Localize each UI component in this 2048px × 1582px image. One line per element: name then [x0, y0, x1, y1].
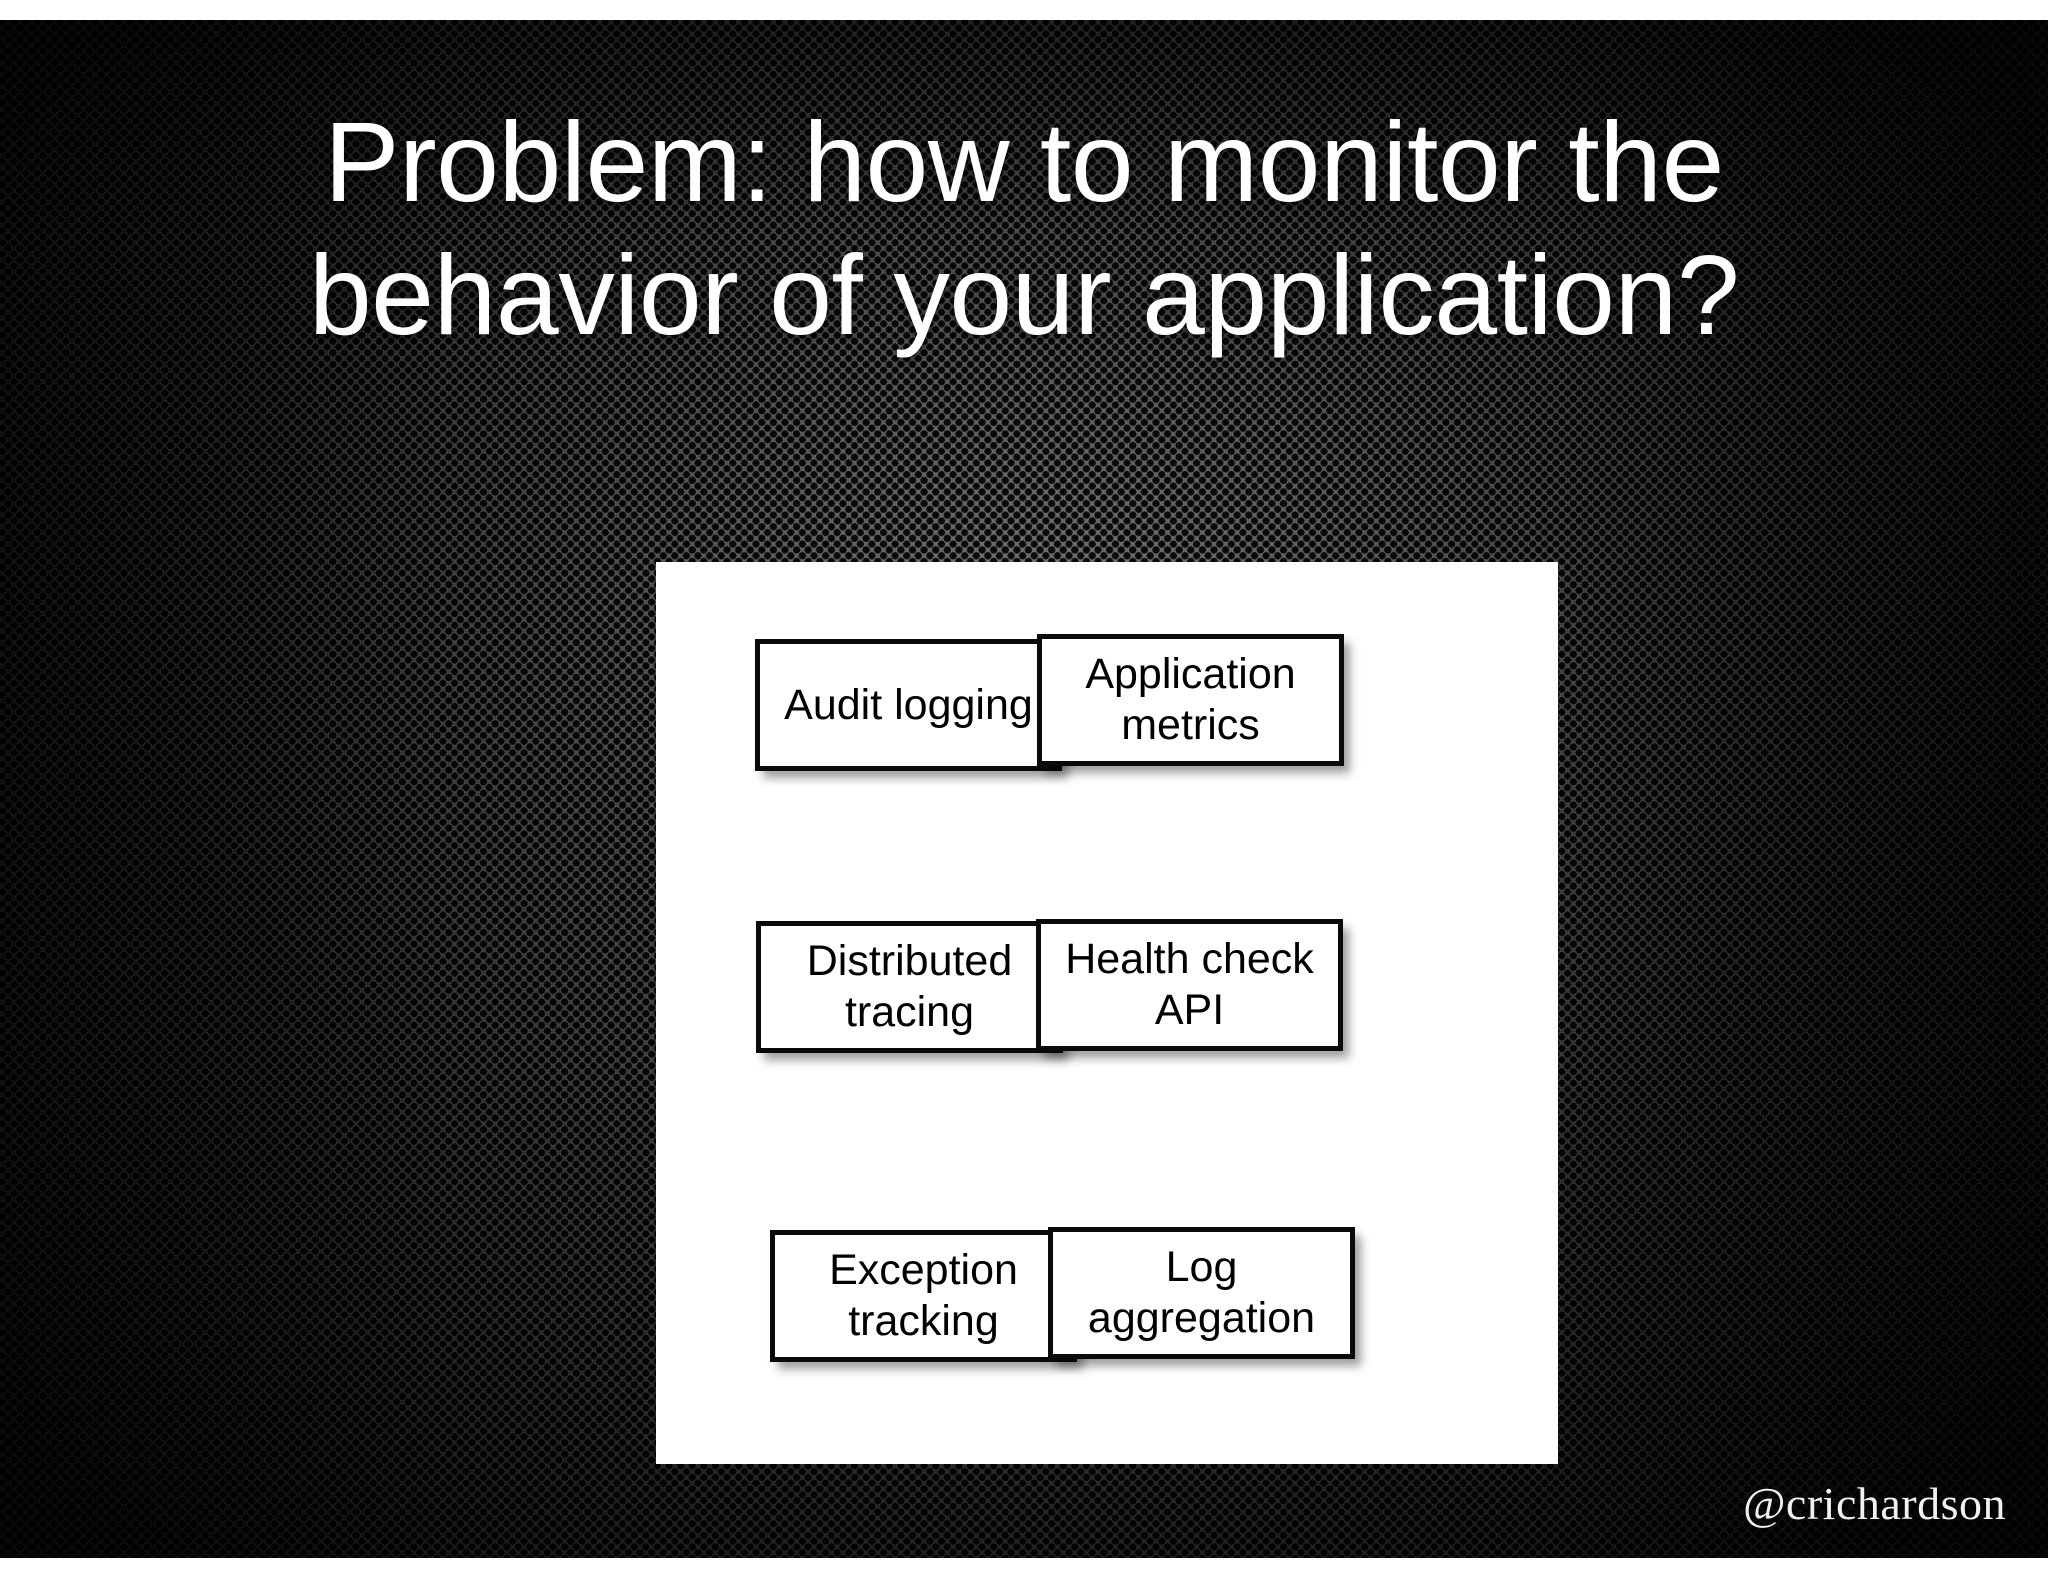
content-panel: Audit logging Application metrics Distri…: [656, 562, 1558, 1464]
box-exception-tracking[interactable]: Exception tracking: [770, 1230, 1077, 1362]
box-application-metrics[interactable]: Application metrics: [1037, 634, 1344, 766]
box-health-check-api[interactable]: Health check API: [1036, 919, 1343, 1051]
slide-title: Problem: how to monitor the behavior of …: [308, 99, 1740, 359]
author-handle: @crichardson: [1743, 1478, 2006, 1529]
box-audit-logging[interactable]: Audit logging: [755, 639, 1062, 771]
box-log-aggregation[interactable]: Log aggregation: [1048, 1227, 1355, 1359]
box-distributed-tracing[interactable]: Distributed tracing: [756, 921, 1063, 1053]
